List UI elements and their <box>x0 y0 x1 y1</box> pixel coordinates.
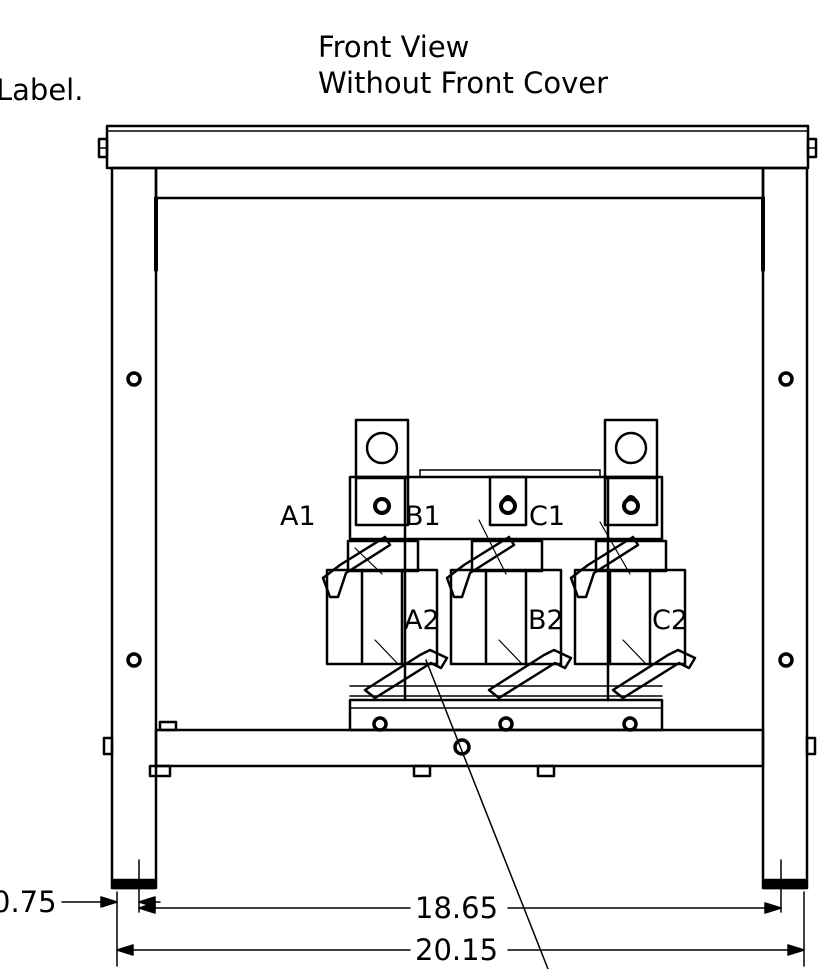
terminal-tab-right <box>603 418 659 480</box>
left-leg <box>110 166 158 890</box>
coil-a <box>321 535 449 700</box>
dimensions <box>61 659 805 970</box>
frame <box>97 124 818 890</box>
terminal-label-b2: B2 <box>528 605 564 636</box>
top-rail <box>105 124 810 170</box>
leg-hole-left-lower <box>126 652 142 668</box>
upper-cross-member <box>154 166 765 200</box>
bottom-rail <box>154 728 765 768</box>
leg-hole-left-upper <box>126 371 142 387</box>
bottom-bolt-right <box>805 736 817 756</box>
terminal-label-c1: C1 <box>529 501 566 532</box>
terminal-label-a2: A2 <box>404 605 440 636</box>
right-leg <box>761 166 809 890</box>
view-title-line2: Without Front Cover <box>318 66 609 100</box>
terminal-label-b1: B1 <box>405 501 441 532</box>
terminal-tab-left <box>354 418 410 480</box>
leg-hole-right-lower <box>778 652 794 668</box>
bottom-bolt-left <box>102 736 114 756</box>
view-title-line1: Front View <box>318 30 470 64</box>
coil-b <box>445 519 573 700</box>
cut-off-label: Label. <box>0 73 84 107</box>
reactor-assembly <box>321 418 697 778</box>
core-yoke <box>348 475 664 541</box>
coil-c <box>569 521 697 700</box>
center-bolt-hole <box>453 738 471 756</box>
terminal-label-c2: C2 <box>652 605 689 636</box>
leader-line <box>425 659 549 970</box>
dimension-leg-offset: 0.75 <box>0 885 57 919</box>
leg-hole-right-upper <box>778 371 794 387</box>
terminal-label-a1: A1 <box>280 501 316 532</box>
dimension-outer-width: 20.15 <box>415 933 499 967</box>
base-plate <box>348 698 664 732</box>
dimension-inner-width: 18.65 <box>415 891 499 925</box>
